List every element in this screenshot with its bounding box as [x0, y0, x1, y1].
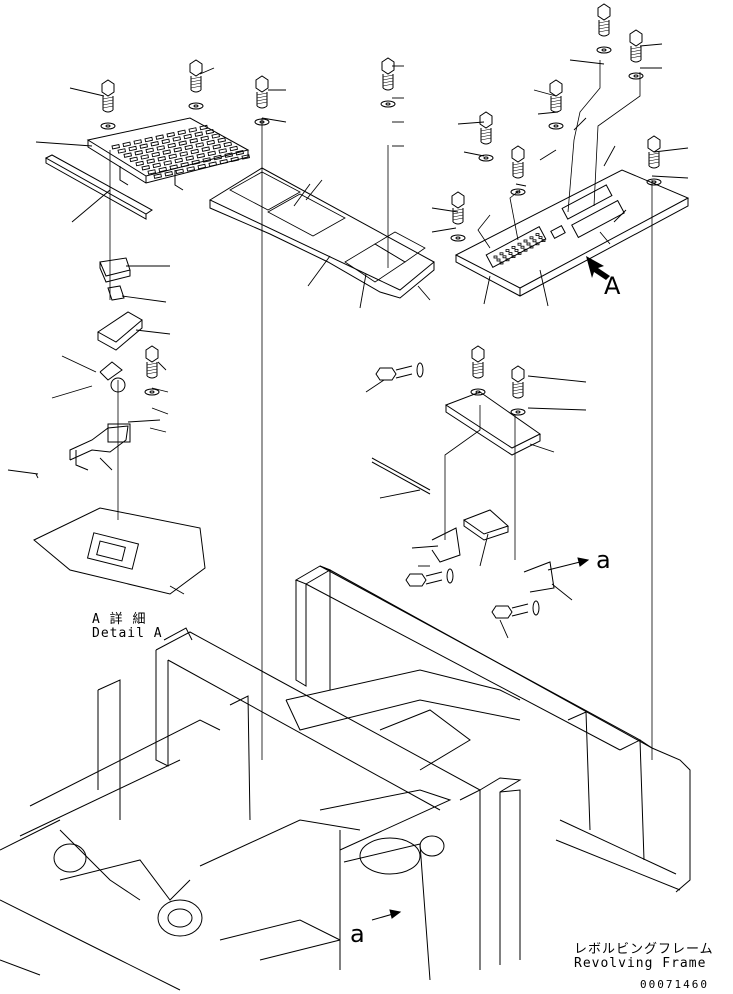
bolt-icon	[255, 75, 269, 109]
bolt-icon	[491, 600, 540, 619]
washer-icon	[254, 118, 270, 126]
arrow-label-a-top: a	[596, 546, 612, 574]
figure-number: 00071460	[640, 978, 709, 991]
washer-icon	[628, 72, 644, 80]
bolt-icon	[597, 3, 611, 37]
detail-floor-plate	[33, 507, 206, 595]
bolt-icon	[549, 79, 563, 113]
arrow-label-a-bottom: a	[350, 920, 366, 948]
frame-caption-en: Revolving Frame	[574, 956, 707, 971]
bolt-icon	[647, 135, 661, 169]
washer-icon	[548, 122, 564, 130]
bolt-icon	[381, 57, 395, 91]
washer-icon	[188, 102, 204, 110]
arrow-to-a-bottom	[371, 909, 402, 921]
washer-icon	[380, 100, 396, 108]
washer-icon	[596, 46, 612, 54]
bolt-icon	[511, 145, 525, 179]
washer-icon	[478, 154, 494, 162]
view-arrow-a	[586, 256, 610, 280]
perforated-cover-plate	[86, 117, 251, 191]
bolt-icon	[375, 362, 424, 381]
floor-plate-center	[208, 167, 435, 299]
bolt-set	[100, 3, 662, 619]
bolt-icon	[511, 365, 525, 399]
arrow-to-a-top	[547, 557, 590, 571]
bolt-icon	[189, 59, 203, 93]
washer-icon	[100, 122, 116, 130]
view-a-marker: A	[604, 272, 622, 300]
long-bar-part	[44, 154, 153, 220]
washer-icon	[470, 388, 486, 396]
bolt-icon	[471, 345, 485, 379]
detail-label-en: Detail A	[92, 626, 163, 641]
callout-leader-lines	[7, 43, 689, 639]
bolt-icon	[629, 29, 643, 63]
washer-icon	[510, 188, 526, 196]
frame-caption-ja: レボルビングフレーム	[574, 942, 714, 957]
bolt-icon	[405, 568, 454, 587]
washer-icon	[144, 388, 160, 396]
latch-assembly	[69, 257, 161, 471]
bolt-icon	[101, 79, 115, 113]
mid-bracket-set	[371, 391, 555, 593]
revolving-frame	[0, 565, 691, 991]
bolt-icon	[451, 191, 465, 225]
control-panel-plate	[454, 169, 690, 297]
washer-icon	[510, 408, 526, 416]
guide-lines	[109, 60, 653, 760]
detail-label-ja: A 詳 細	[92, 612, 147, 627]
bolt-icon	[479, 111, 493, 145]
bolt-icon	[145, 345, 159, 379]
washer-icon	[450, 234, 466, 242]
washer-icon	[646, 178, 662, 186]
